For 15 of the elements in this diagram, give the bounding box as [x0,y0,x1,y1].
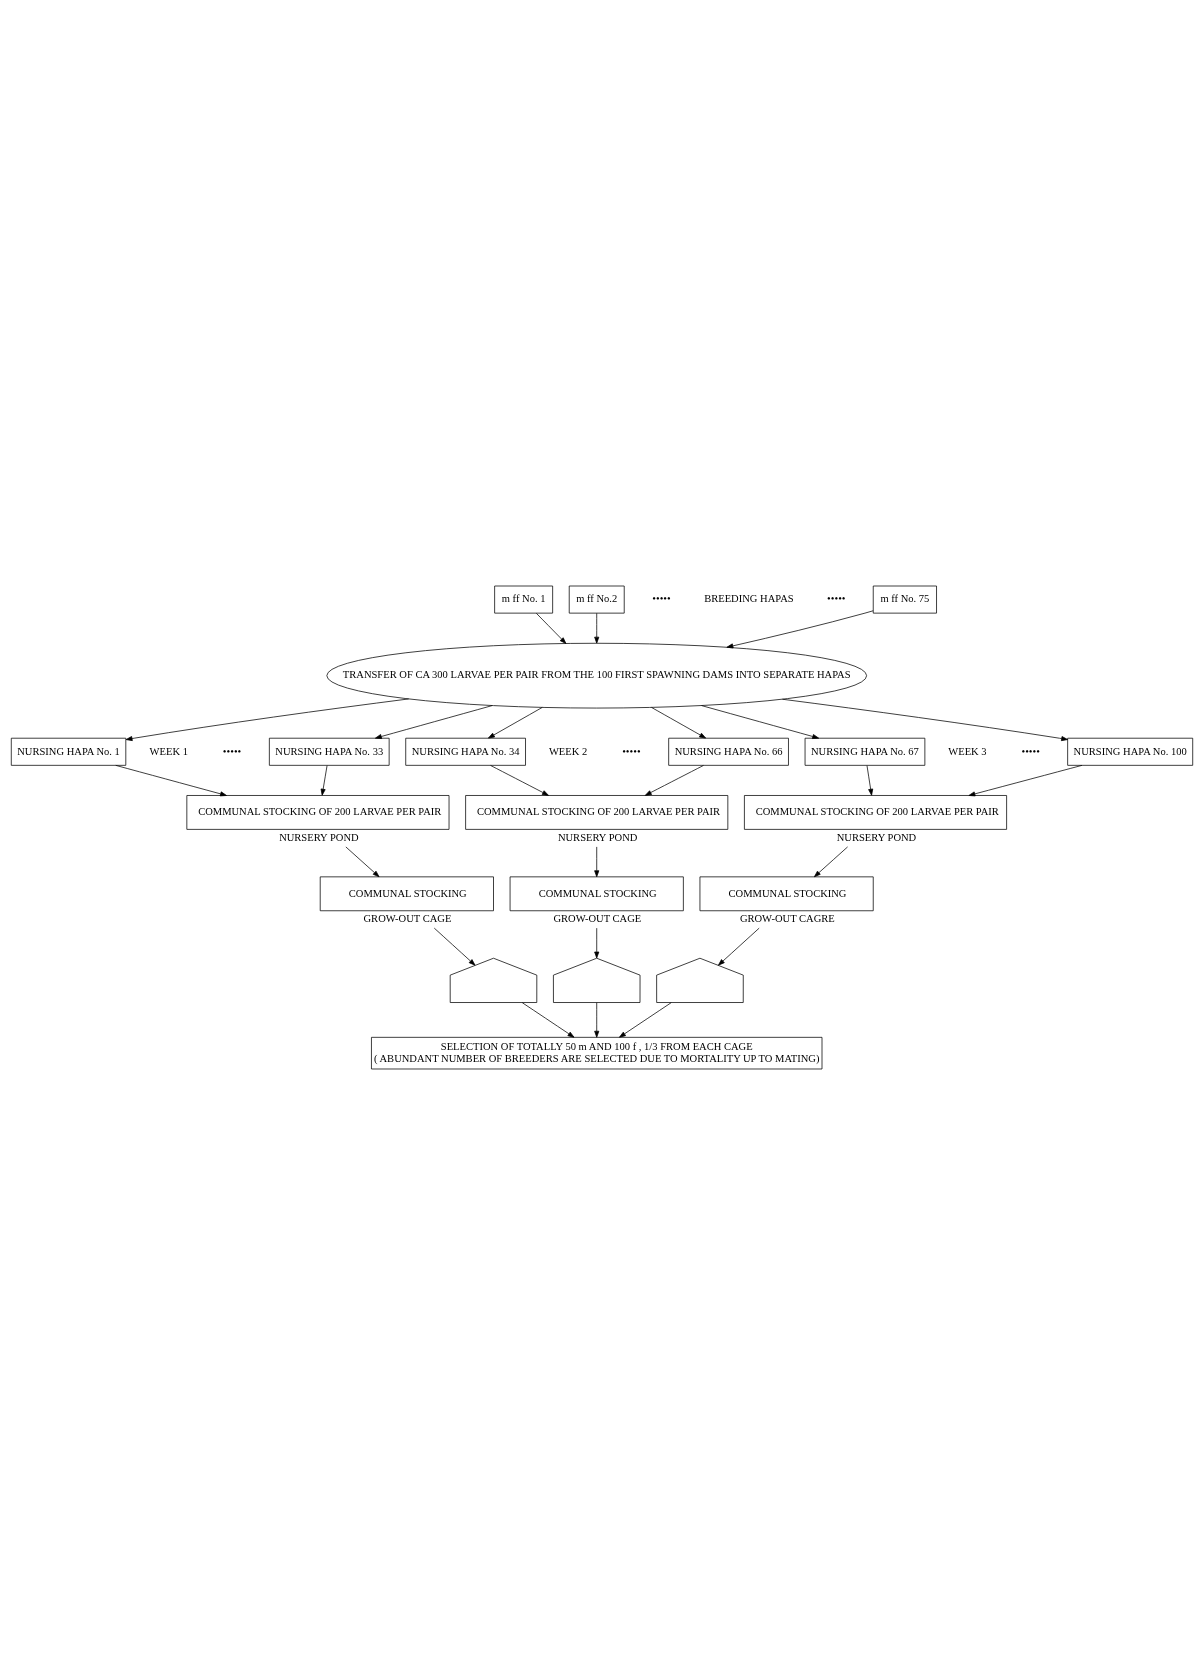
node-label: NURSERY POND [557,831,638,843]
node-label: GROW-OUT CAGE [363,912,452,924]
label: ••••• [222,745,242,757]
label: ••••• [827,592,846,604]
node-label: GROW-OUT CAGE [553,912,642,924]
label: WEEK 2 [548,745,588,757]
label: ••••• [1021,745,1040,757]
node-label: NURSERY POND [279,831,359,843]
label: ••••• [652,592,671,604]
label: WEEK 1 [149,745,188,757]
label: BREEDING HAPAS [704,592,794,604]
node-label: NURSERY POND [836,831,917,843]
label: WEEK 3 [948,745,987,757]
node-label: GROW-OUT CAGRE [739,912,835,924]
label: ••••• [622,745,641,757]
